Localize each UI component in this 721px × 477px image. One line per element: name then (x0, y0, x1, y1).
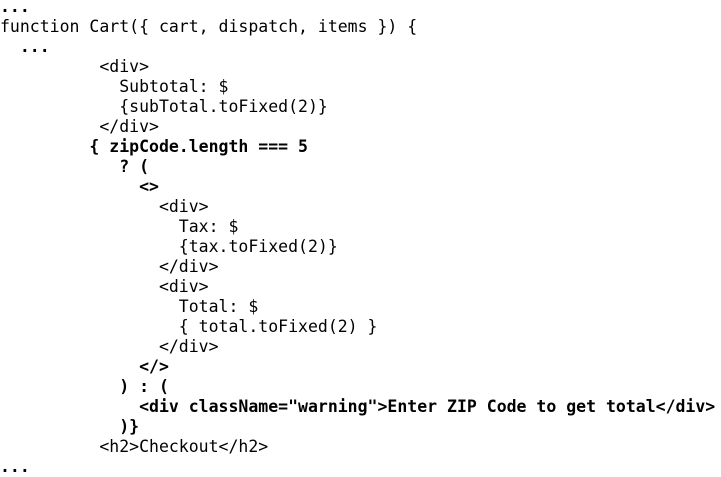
code-line: {subTotal.toFixed(2)} (0, 97, 328, 116)
code-line: <> (0, 177, 159, 196)
code-line: )} (0, 417, 140, 436)
code-line: </div> (0, 337, 219, 356)
code-line: Subtotal: $ (0, 77, 229, 96)
code-line: ... (0, 0, 30, 16)
code-line: {tax.toFixed(2)} (0, 237, 338, 256)
code-line: Tax: $ (0, 217, 239, 236)
code-line: </div> (0, 117, 159, 136)
code-line: <div> (0, 197, 209, 216)
code-line: <div> (0, 277, 209, 296)
code-line: </> (0, 357, 169, 376)
code-line: <h2>Checkout</h2> (0, 437, 269, 456)
code-line: ... (0, 457, 30, 476)
code-line: </div> (0, 257, 219, 276)
code-line: ... (0, 37, 50, 56)
code-line: Total: $ (0, 297, 259, 316)
code-line: ) : ( (0, 377, 169, 396)
code-line: { total.toFixed(2) } (0, 317, 378, 336)
code-line: ? ( (0, 157, 150, 176)
code-line: <div className="warning">Enter ZIP Code … (0, 397, 716, 416)
code-line: <div> (0, 57, 150, 76)
code-line: { zipCode.length === 5 (0, 137, 308, 156)
code-line: function Cart({ cart, dispatch, items })… (0, 17, 418, 36)
